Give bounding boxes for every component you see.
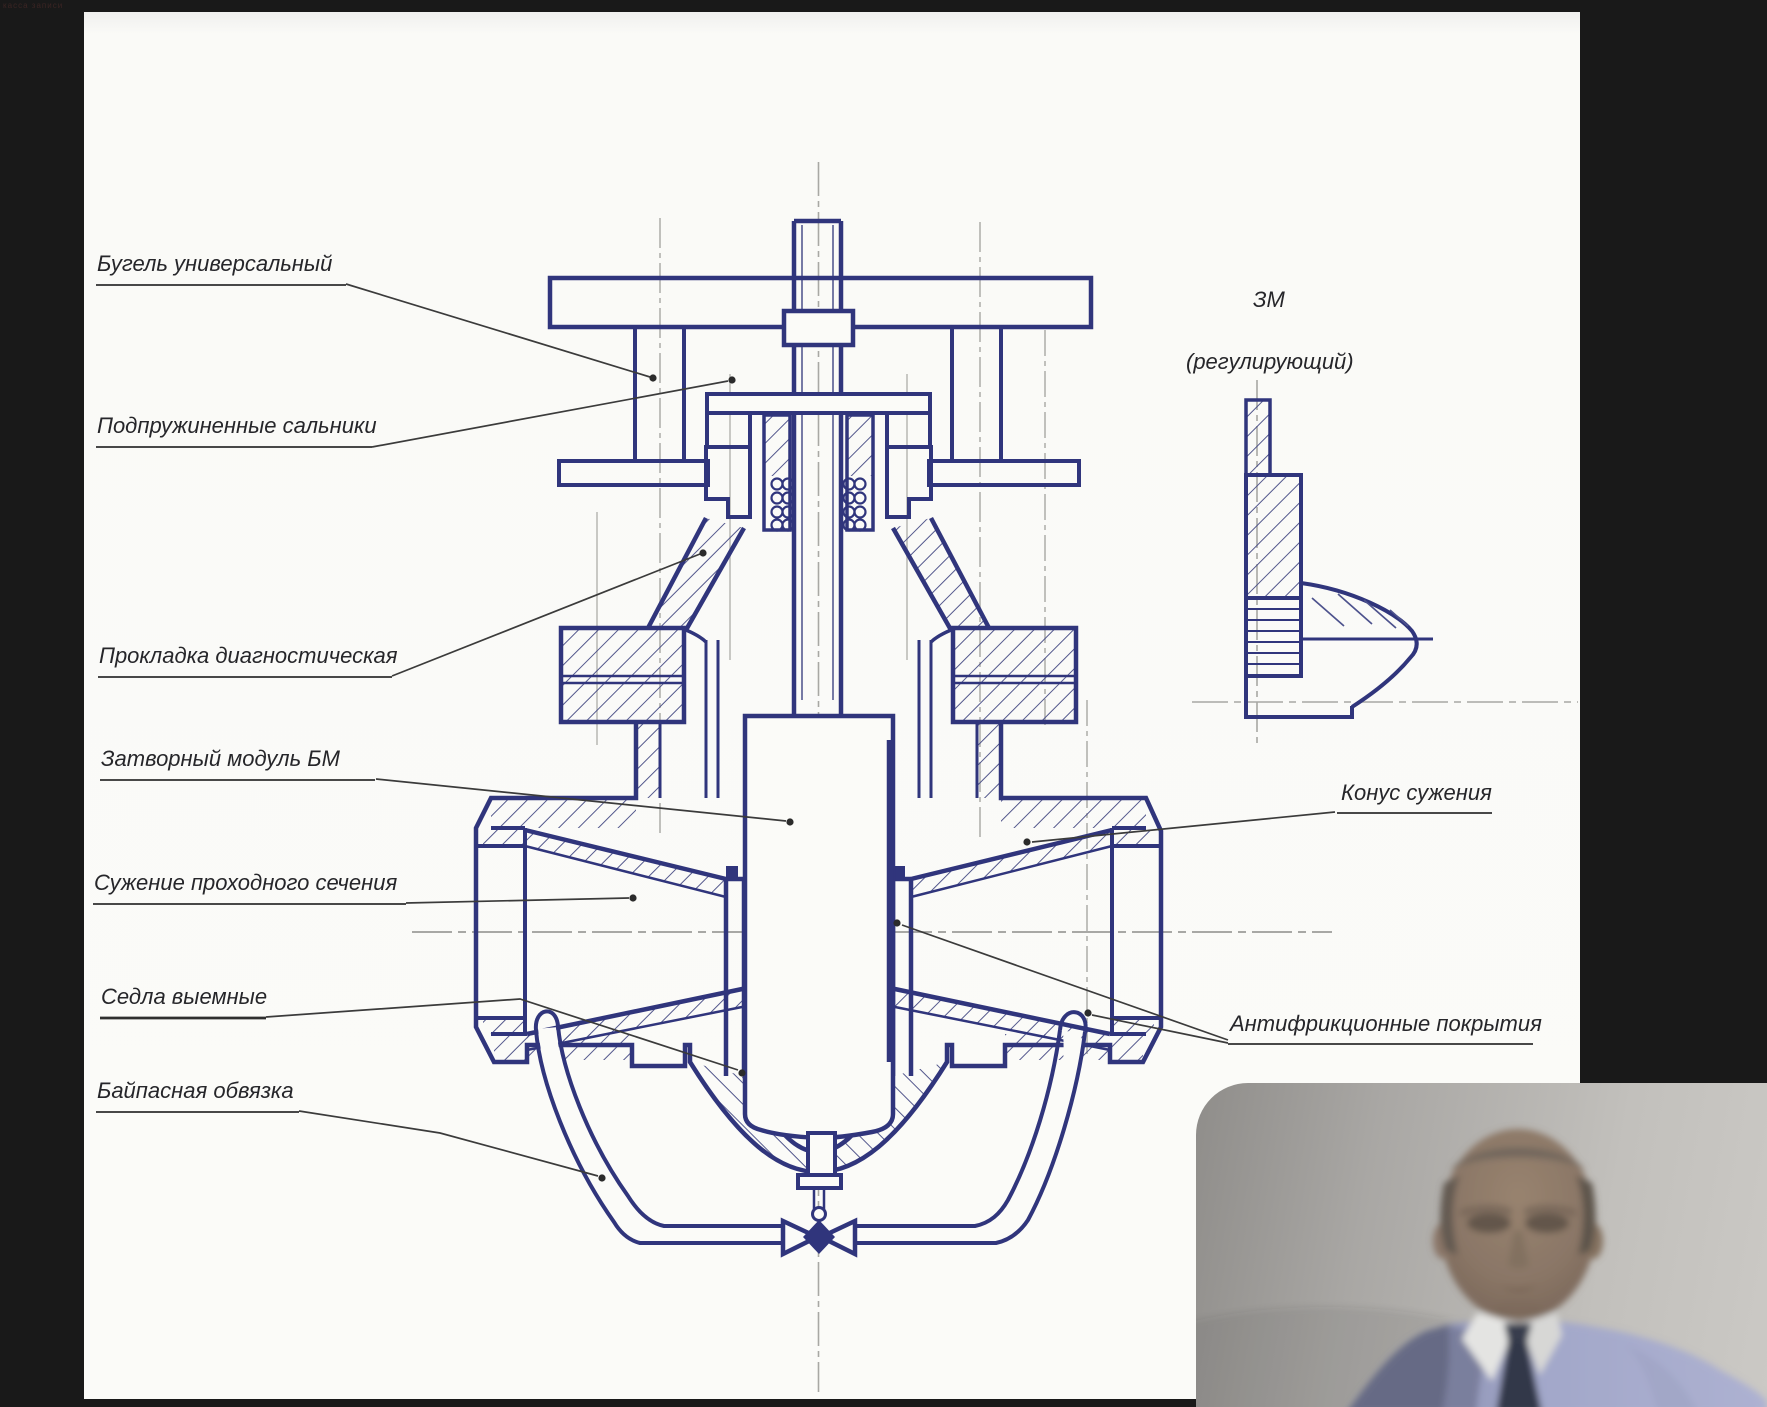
svg-text:Подпружиненные сальники: Подпружиненные сальники xyxy=(97,413,377,438)
svg-text:Сужение проходного сечения: Сужение проходного сечения xyxy=(94,870,397,895)
svg-text:Антифрикционные покрытия: Антифрикционные покрытия xyxy=(1228,1011,1542,1036)
svg-text:Байпасная обвязка: Байпасная обвязка xyxy=(97,1078,294,1103)
svg-text:Конус сужения: Конус сужения xyxy=(1341,780,1492,805)
svg-text:ЗМ: ЗМ xyxy=(1253,287,1286,312)
svg-text:(регулирующий): (регулирующий) xyxy=(1186,349,1354,374)
svg-text:Затворный модуль БМ: Затворный модуль БМ xyxy=(101,746,341,771)
svg-text:Бугель универсальный: Бугель универсальный xyxy=(97,251,332,276)
svg-text:Прокладка диагностическая: Прокладка диагностическая xyxy=(99,643,398,668)
svg-text:Седла выемные: Седла выемные xyxy=(101,984,267,1009)
